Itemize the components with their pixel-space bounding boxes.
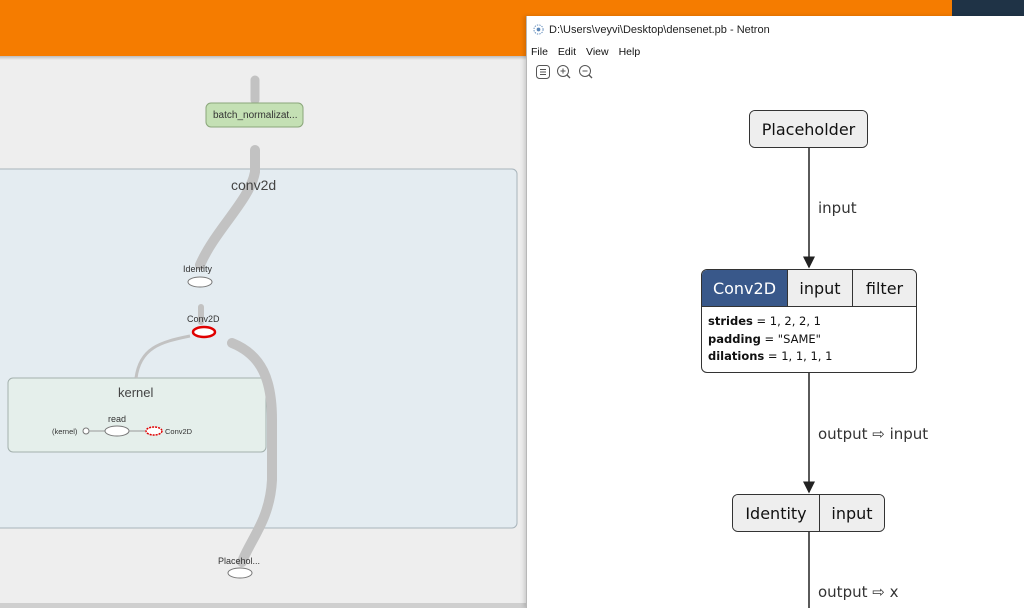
netron-graph-canvas[interactable]: Placeholder input Conv2D input filter st… bbox=[527, 84, 1024, 608]
placeholder-node[interactable]: Placeholder bbox=[749, 110, 868, 148]
netron-window[interactable]: D:\Users\veyvi\Desktop\densenet.pb - Net… bbox=[526, 16, 1024, 608]
identity-input-label: input bbox=[820, 495, 884, 531]
kernel-read-label: read bbox=[108, 414, 127, 424]
menu-bar: File Edit View Help bbox=[527, 43, 1024, 60]
attr-dilations: dilations = 1, 1, 1, 1 bbox=[708, 349, 833, 363]
conv2d-input-label: input bbox=[788, 270, 853, 306]
attr-padding: padding = "SAME" bbox=[708, 331, 821, 346]
conv2d-group-box[interactable] bbox=[0, 168, 518, 529]
batch-norm-label: batch_normalizat... bbox=[213, 110, 298, 121]
kernel-conv2d-ref-node[interactable] bbox=[145, 426, 163, 436]
conv2d-op-label: Conv2D bbox=[187, 314, 220, 324]
identity-node[interactable]: Identity input bbox=[732, 494, 885, 532]
placeholder-node[interactable] bbox=[227, 567, 253, 579]
conv2d-attributes: strides = 1, 2, 2, 1 padding = "SAME" di… bbox=[702, 306, 916, 372]
tensorboard-graph-canvas[interactable] bbox=[0, 0, 526, 608]
tensorboard-graph-panel[interactable]: batch_normalizat... conv2d Identity Conv… bbox=[0, 0, 526, 608]
kernel-variable-node[interactable] bbox=[82, 427, 90, 435]
conv2d-node[interactable]: Conv2D input filter strides = 1, 2, 2, 1… bbox=[701, 269, 917, 373]
menu-view[interactable]: View bbox=[586, 45, 609, 58]
edge-label-output-input: output ⇨ input bbox=[818, 425, 929, 443]
sidebar-icon[interactable] bbox=[535, 64, 551, 80]
attr-strides: strides = 1, 2, 2, 1 bbox=[708, 314, 821, 328]
zoom-in-icon[interactable] bbox=[555, 64, 573, 80]
menu-file[interactable]: File bbox=[531, 45, 548, 58]
kernel-group-label: kernel bbox=[118, 385, 154, 400]
conv2d-node-selected[interactable] bbox=[191, 325, 217, 339]
toolbar bbox=[527, 60, 1024, 84]
kernel-input-label: (kernel) bbox=[52, 427, 78, 436]
edge-placeholder-conv2d bbox=[227, 338, 277, 567]
background-window-corner bbox=[952, 0, 1024, 20]
bottom-scroll-strip bbox=[0, 603, 526, 608]
identity-node[interactable] bbox=[187, 276, 213, 288]
conv2d-filter-label: filter bbox=[853, 270, 916, 306]
menu-edit[interactable]: Edit bbox=[557, 45, 577, 58]
window-title: D:\Users\veyvi\Desktop\densenet.pb - Net… bbox=[549, 23, 770, 36]
conv2d-group-label: conv2d bbox=[231, 177, 277, 193]
edge-label-input: input bbox=[818, 199, 857, 217]
identity-label: Identity bbox=[183, 264, 213, 274]
netron-edges bbox=[803, 148, 815, 608]
edge-kernel-conv2d bbox=[134, 334, 191, 379]
identity-op-label: Identity bbox=[733, 495, 820, 531]
placeholder-node-label: Placeholder bbox=[750, 111, 867, 147]
edge-bn-identity bbox=[195, 145, 260, 270]
title-bar[interactable]: D:\Users\veyvi\Desktop\densenet.pb - Net… bbox=[527, 16, 1024, 43]
menu-help[interactable]: Help bbox=[618, 45, 641, 58]
kernel-read-node[interactable] bbox=[104, 425, 130, 437]
placeholder-label: Placehol... bbox=[218, 556, 261, 566]
edge-label-output-x: output ⇨ x bbox=[818, 583, 899, 601]
kernel-conv2d-ref-label: Conv2D bbox=[165, 427, 193, 436]
netron-app-icon bbox=[533, 24, 544, 35]
batch-norm-node[interactable] bbox=[205, 102, 304, 128]
conv2d-op-label: Conv2D bbox=[702, 270, 788, 306]
header-shadow bbox=[0, 56, 526, 60]
zoom-out-icon[interactable] bbox=[577, 64, 595, 80]
